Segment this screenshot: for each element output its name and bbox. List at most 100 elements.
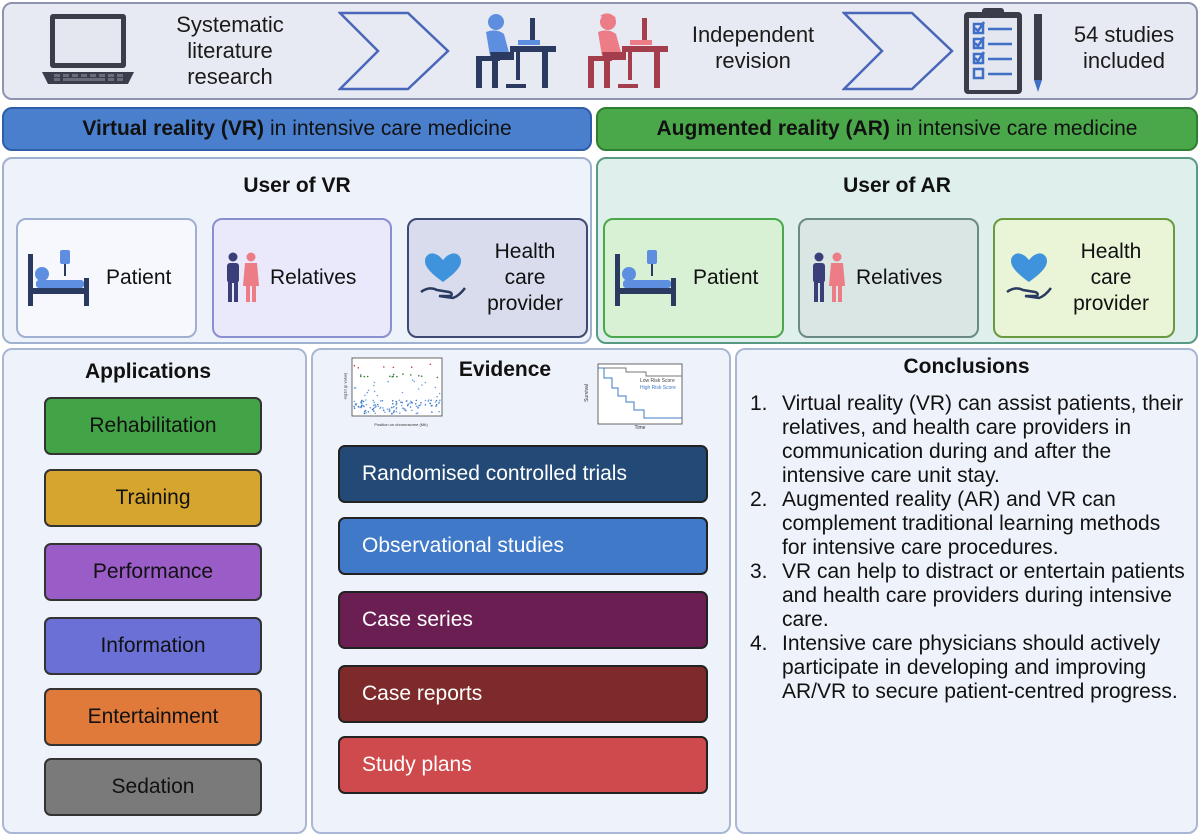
manhattan-dot (363, 410, 366, 413)
conclusion-item: 2.Augmented reality (AR) and VR can comp… (750, 488, 1190, 560)
manhattan-dot (401, 391, 404, 394)
km-high-label: High Risk Score (640, 385, 676, 391)
vr-relatives-label: Relatives (270, 266, 357, 289)
manhattan-dot (354, 386, 357, 389)
manhattan-dot (438, 392, 441, 395)
conclusions-panel (735, 348, 1198, 834)
km-xlabel: Time (634, 425, 646, 431)
manhattan-dot (406, 399, 408, 402)
banner-vr-bold: Virtual reality (VR) (82, 117, 265, 140)
conclusion-item: 1.Virtual reality (VR) can assist patien… (750, 392, 1190, 488)
manhattan-dot (393, 410, 395, 412)
relatives-icon (224, 252, 260, 304)
manhattan-dot (373, 384, 375, 387)
conclusion-text: VR can help to distract or entertain pat… (782, 560, 1185, 631)
manhattan-dot (409, 406, 412, 408)
manhattan-dot (369, 406, 372, 409)
manhattan-dot (360, 374, 362, 376)
manhattan-dot (424, 399, 427, 402)
manhattan-dot (371, 408, 374, 411)
manhattan-plot-thumbnail: Position on chromosome (Mb) -log10 (p va… (340, 352, 446, 436)
manhattan-dot (361, 402, 363, 405)
step-independent-revision: Independent revision (691, 22, 815, 73)
manhattan-dot (391, 406, 393, 409)
manhattan-dot (374, 412, 377, 415)
manhattan-dot (373, 381, 376, 384)
manhattan-dot (418, 404, 420, 407)
manhattan-dot (402, 373, 404, 375)
manhattan-dot (353, 405, 355, 408)
conclusions-title: Conclusions (903, 355, 1030, 378)
manhattan-dot (393, 406, 395, 408)
manhattan-dot (388, 409, 391, 411)
manhattan-dot (353, 407, 356, 409)
conclusion-text: Intensive care physicians should activel… (782, 632, 1178, 703)
manhattan-dot (392, 402, 394, 405)
manhattan-dot (395, 410, 398, 413)
manhattan-dot (410, 400, 412, 403)
manhattan-dot (424, 404, 427, 406)
application-rehabilitation: Rehabilitation (44, 397, 262, 455)
manhattan-dot (395, 404, 397, 406)
manhattan-dot (373, 390, 376, 393)
manhattan-dot (389, 375, 391, 378)
manhattan-dot (420, 375, 423, 377)
manhattan-dot (379, 400, 382, 402)
ar-relatives-label: Relatives (856, 266, 943, 289)
conclusion-number: 4. (750, 632, 768, 655)
application-training: Training (44, 469, 262, 527)
manhattan-dot (434, 401, 437, 403)
manhattan-dot (436, 376, 439, 379)
manhattan-dot (361, 399, 363, 402)
manhattan-dot (438, 410, 440, 413)
manhattan-dot (430, 399, 432, 402)
manhattan-dot (382, 407, 384, 409)
manhattan-dot (367, 411, 370, 413)
manhattan-dot (396, 375, 398, 378)
heart-hand-icon (419, 252, 467, 304)
laptop-icon (40, 12, 136, 88)
manhattan-dot (395, 402, 398, 404)
manhattan-dot (364, 394, 366, 397)
manhattan-dot (379, 406, 382, 409)
manhattan-dot (363, 412, 366, 415)
conclusion-number: 3. (750, 560, 768, 583)
application-sedation: Sedation (44, 758, 262, 816)
manhattan-dot (415, 412, 418, 415)
manhattan-dot (404, 408, 406, 410)
manhattan-dot (416, 412, 419, 414)
manhattan-dot (363, 375, 366, 378)
manhattan-dot (387, 380, 389, 383)
manhattan-dot (392, 411, 395, 414)
manhattan-dot (414, 403, 417, 405)
ar-relatives-card: Relatives (798, 218, 979, 338)
vr-provider-card: Health care provider (407, 218, 588, 338)
banner-ar: Augmented reality (AR) in intensive care… (596, 107, 1198, 151)
manhattan-dot (373, 401, 375, 403)
manhattan-dot (411, 409, 413, 412)
manhattan-dot (372, 399, 374, 402)
manhattan-dot (418, 375, 420, 377)
evidence-case-series: Case series (338, 591, 708, 649)
evidence-randomised-controlled-trials: Randomised controlled trials (338, 445, 708, 503)
vr-patient-card: Patient (16, 218, 197, 338)
manhattan-dot (353, 400, 356, 403)
conclusion-number: 1. (750, 392, 768, 415)
manhattan-dot (420, 402, 422, 404)
manhattan-dot (354, 403, 357, 405)
manhattan-dot (435, 403, 438, 406)
vr-relatives-card: Relatives (212, 218, 392, 338)
manhattan-dot (391, 412, 393, 415)
manhattan-dot (400, 401, 402, 403)
manhattan-dot (373, 410, 375, 412)
heart-hand-icon (1005, 252, 1053, 304)
manhattan-dot (360, 375, 362, 378)
reviewer-pink-icon (582, 12, 672, 92)
manhattan-dot (383, 366, 385, 368)
manhattan-dot (436, 395, 438, 398)
manhattan-dot (415, 405, 418, 408)
manhattan-dot (406, 404, 409, 407)
manhattan-dot (361, 404, 363, 407)
manhattan-dot (362, 400, 365, 403)
manhattan-dot (374, 403, 376, 406)
